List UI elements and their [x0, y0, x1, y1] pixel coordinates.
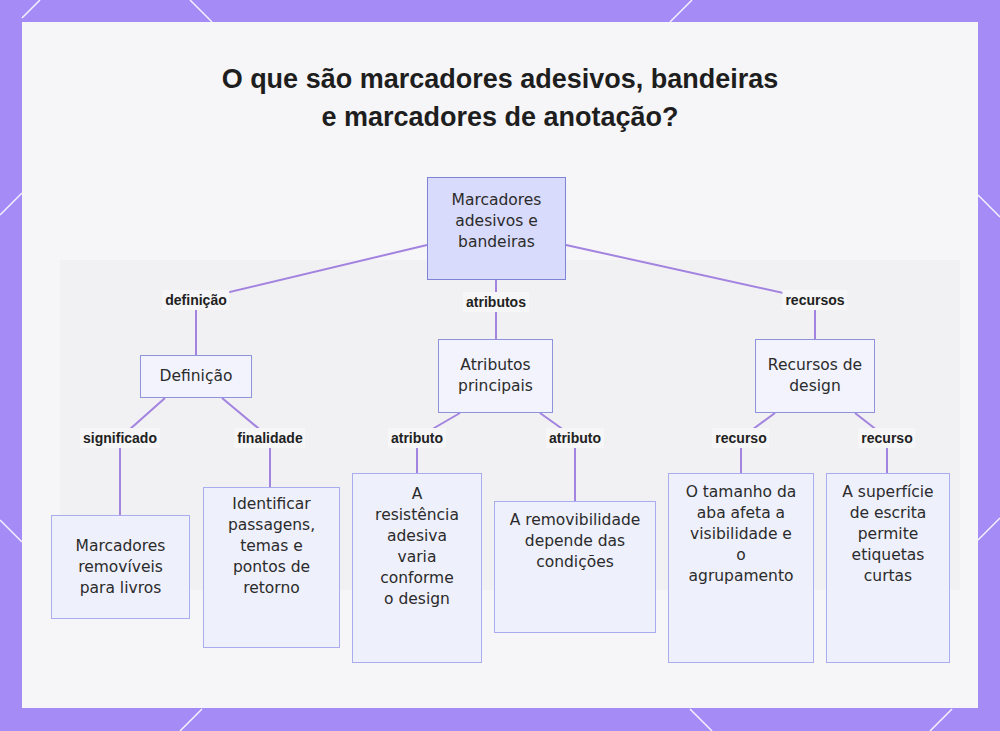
edge-label: recurso [858, 428, 915, 448]
leaf-box: Marcadores removíveis para livros [51, 515, 190, 619]
edge-label: finalidade [234, 428, 305, 448]
edge-label: atributo [388, 428, 446, 448]
edge-label: atributos [463, 292, 529, 312]
node-text: Recursos de design [764, 355, 866, 397]
leaf-box: A removibilidade depende das condições [494, 501, 656, 633]
node-text: Marcadores adesivos e bandeiras [438, 190, 555, 253]
connector-line [540, 413, 575, 501]
edge-label: definição [162, 290, 229, 310]
edge-label: significado [80, 428, 160, 448]
edge-label: atributo [546, 428, 604, 448]
node-text: Identificar passagens, temas e pontos de… [216, 494, 327, 599]
connector-line [196, 245, 427, 355]
leaf-box: A resistência adesiva varia conforme o d… [352, 473, 482, 663]
edge-label: recursos [782, 290, 847, 310]
node-text: Definição [160, 366, 233, 387]
node-text: A resistência adesiva varia conforme o d… [375, 484, 459, 610]
connector-line [120, 398, 165, 515]
category-box: Recursos de design [755, 339, 875, 413]
node-text: O tamanho da aba afeta a visibilidade e … [683, 482, 799, 587]
node-text: Atributos principais [447, 355, 544, 397]
card-background [22, 22, 978, 708]
leaf-box: A superfície de escrita permite etiqueta… [826, 473, 950, 663]
connector-line [566, 245, 815, 339]
category-box: Definição [140, 355, 252, 398]
diagram-title: O que são marcadores adesivos, bandeiras… [215, 60, 785, 136]
node-text: A superfície de escrita permite etiqueta… [841, 482, 935, 587]
node-text: A removibilidade depende das condições [509, 510, 641, 573]
edge-label: recurso [712, 428, 769, 448]
node-text: Marcadores removíveis para livros [62, 536, 179, 599]
leaf-box: O tamanho da aba afeta a visibilidade e … [668, 473, 814, 663]
leaf-box: Identificar passagens, temas e pontos de… [203, 487, 340, 648]
root-box: Marcadores adesivos e bandeiras [427, 177, 566, 280]
category-box: Atributos principais [438, 339, 553, 413]
